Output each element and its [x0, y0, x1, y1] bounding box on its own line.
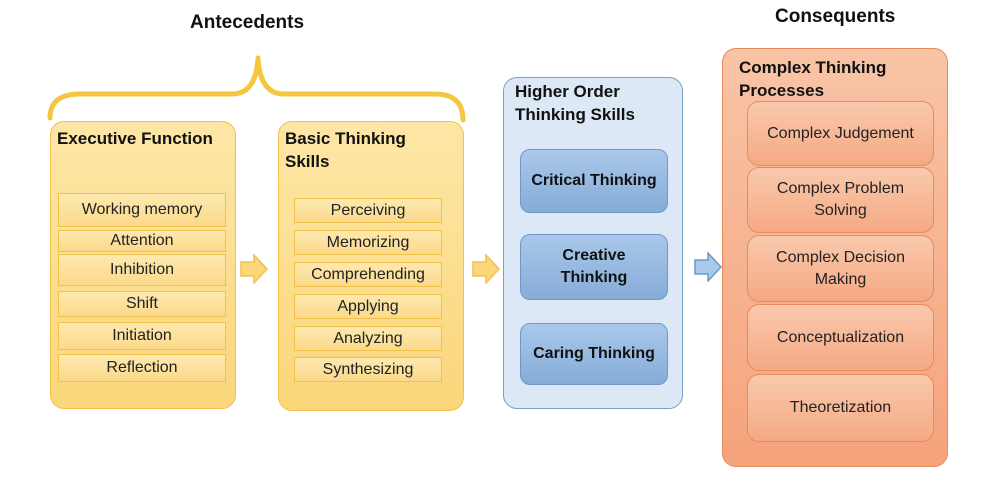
complex-thinking-title: Complex Thinking Processes	[739, 58, 887, 100]
exec-item-inhibition: Inhibition	[58, 254, 226, 286]
higher-order-title: Higher Order Thinking Skills	[515, 82, 635, 124]
consequents-heading: Consequents	[775, 6, 896, 27]
higher-item-caring-thinking: Caring Thinking	[520, 323, 668, 385]
basic-item-synthesizing: Synthesizing	[294, 357, 442, 382]
exec-item-initiation: Initiation	[58, 322, 226, 350]
antecedents-heading: Antecedents	[190, 12, 305, 33]
basic-item-comprehending: Comprehending	[294, 262, 442, 287]
exec-item-shift: Shift	[58, 291, 226, 317]
complex-item-decision-making: Complex Decision Making	[747, 235, 934, 302]
complex-item-conceptualization: Conceptualization	[747, 304, 934, 371]
executive-function-title: Executive Function	[57, 129, 213, 148]
basic-item-perceiving: Perceiving	[294, 198, 442, 223]
exec-item-working-memory: Working memory	[58, 193, 226, 227]
basic-item-memorizing: Memorizing	[294, 230, 442, 255]
exec-item-attention: Attention	[58, 230, 226, 252]
complex-item-problem-solving: Complex Problem Solving	[747, 167, 934, 233]
basic-item-analyzing: Analyzing	[294, 326, 442, 351]
complex-item-theoretization: Theoretization	[747, 374, 934, 442]
arrow-right-icon	[694, 252, 722, 282]
arrow-right-icon	[472, 254, 500, 284]
arrow-right-icon	[240, 254, 268, 284]
basic-thinking-title: Basic Thinking Skills	[285, 129, 406, 171]
exec-item-reflection: Reflection	[58, 354, 226, 382]
complex-item-judgement: Complex Judgement	[747, 101, 934, 166]
basic-item-applying: Applying	[294, 294, 442, 319]
higher-item-creative-thinking: Creative Thinking	[520, 234, 668, 300]
higher-item-critical-thinking: Critical Thinking	[520, 149, 668, 213]
